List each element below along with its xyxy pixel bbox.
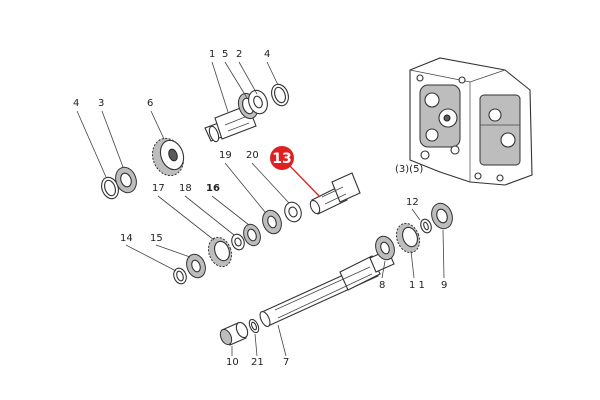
part-11-gear — [395, 222, 421, 254]
part-14-ring — [173, 267, 187, 285]
part-13-shaft — [309, 172, 361, 215]
label-14: 14 — [120, 233, 133, 244]
label-10: 10 — [226, 357, 239, 368]
callout-13-leader — [289, 165, 321, 198]
label-4-top: 4 — [264, 49, 270, 60]
label-4-left: 4 — [73, 98, 79, 109]
label-8: 8 — [379, 280, 385, 291]
part-15-bearing — [186, 253, 206, 279]
label-housing-3-5: (3)(5) — [395, 164, 423, 175]
label-12: 12 — [406, 197, 419, 208]
label-17: 17 — [152, 183, 165, 194]
label-20: 20 — [246, 150, 259, 161]
transmission-housing — [409, 57, 533, 186]
callout-13-badge — [270, 146, 294, 170]
part-20-washer — [284, 201, 302, 223]
label-1: 1 — [209, 49, 215, 60]
label-3: 3 — [98, 98, 104, 109]
part-2-bearing — [248, 89, 268, 115]
part-17-gear — [207, 236, 233, 268]
label-7: 7 — [283, 357, 289, 368]
label-21: 21 — [251, 357, 264, 368]
label-18: 18 — [179, 183, 192, 194]
part-4-snap-ring-top — [271, 83, 289, 107]
part-19-bearing — [262, 209, 282, 235]
label-9: 9 — [441, 280, 447, 291]
label-11: 1 1 — [409, 280, 425, 291]
part-7-main-shaft — [259, 249, 395, 327]
part-8-bearing — [375, 235, 395, 261]
part-18-washer — [231, 233, 245, 251]
part-6-gear — [151, 137, 185, 177]
label-5: 5 — [222, 49, 228, 60]
part-21-ring — [248, 318, 260, 334]
part-12-washer — [420, 218, 432, 234]
label-6: 6 — [147, 98, 153, 109]
label-2: 2 — [236, 49, 242, 60]
part-9-bearing — [431, 202, 453, 230]
label-16: 16 — [206, 183, 220, 194]
part-10-bushing — [219, 321, 249, 346]
part-3-bearing — [115, 166, 137, 194]
part-4-snap-ring-left — [101, 176, 119, 200]
label-13: 13 — [272, 151, 291, 167]
label-15: 15 — [150, 233, 163, 244]
part-16-bearing — [243, 223, 261, 247]
label-19: 19 — [219, 150, 232, 161]
